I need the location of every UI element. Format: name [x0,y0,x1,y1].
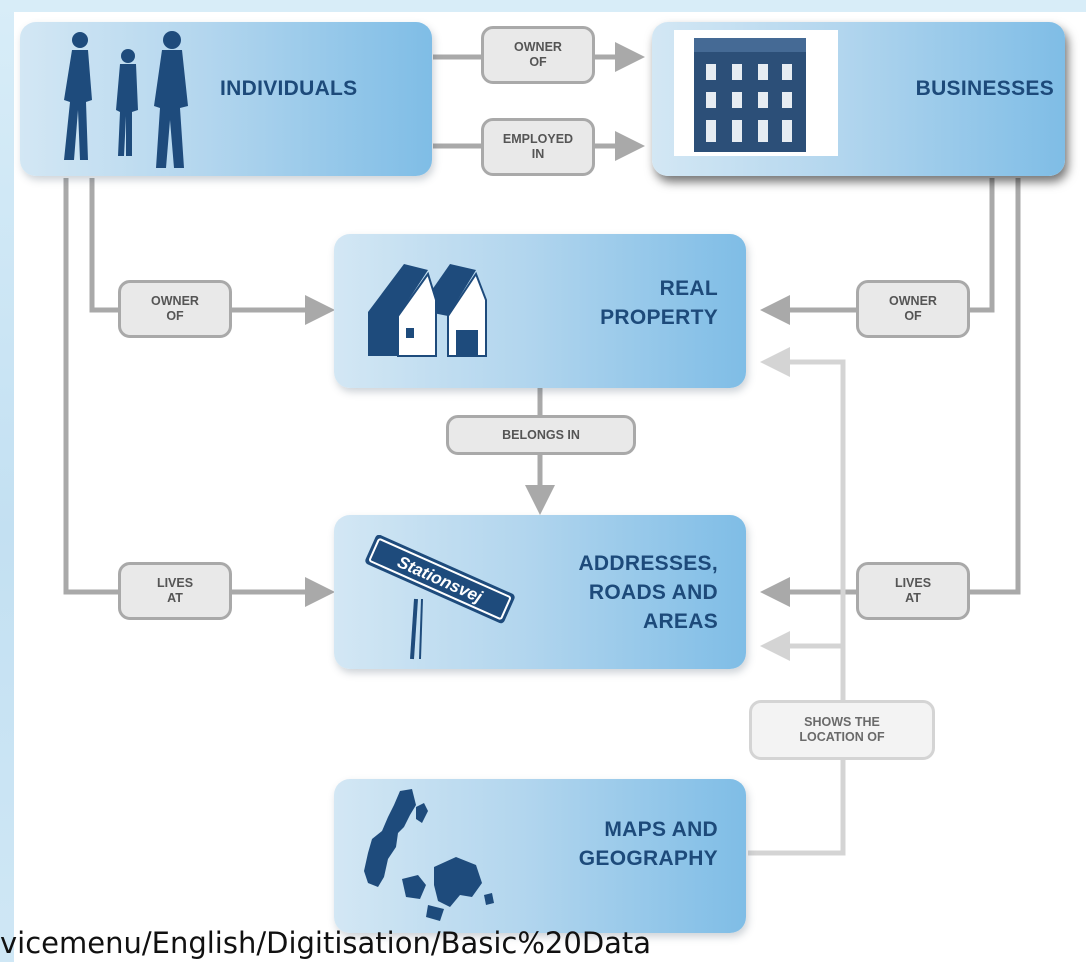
addresses-line-1: ADDRESSES, [578,552,718,575]
tag-lives-at-left-line-1: LIVES [156,576,194,590]
node-individuals: INDIVIDUALS [20,22,432,176]
tag-shows-location-line-2: LOCATION OF [799,730,885,744]
houses-image-icon [368,264,487,357]
tag-owner-of-top-line-2: OF [529,55,547,69]
maps-line-2: GEOGRAPHY [578,847,718,870]
tag-belongs-in-text: BELONGS IN [502,427,580,442]
tag-owner-of-top-line-1: OWNER [514,40,562,54]
businesses-label: BUSINESSES [915,77,1054,100]
source-url-text: vicemenu/English/Digitisation/Basic%20Da… [0,926,652,960]
street-sign-image-icon: Stationsvej [365,535,515,660]
people-silhouette-icon [64,31,188,168]
businesses-owner-arrow [760,178,995,325]
businesses-lives-arrow [760,178,1021,607]
shows-location-line [748,347,846,856]
tag-lives-at-left-line-2: AT [167,591,183,605]
node-real-property: REAL PROPERTY [334,234,746,388]
addresses-label: ADDRESSES, ROADS AND AREAS [534,549,718,636]
tag-lives-at-right-line-1: LIVES [894,576,932,590]
real-property-label: REAL PROPERTY [546,274,718,332]
denmark-map-icon [364,789,494,921]
tag-employed-in-line-1: EMPLOYED [502,132,574,146]
individuals-owner-arrow [89,178,335,325]
node-addresses: Stationsvej ADDRESSES, ROADS AND AREAS [334,515,746,669]
addresses-line-3: AREAS [642,610,718,633]
node-maps: MAPS AND GEOGRAPHY [334,779,746,933]
node-businesses: BUSINESSES [652,22,1065,176]
tag-belongs-in: BELONGS IN [446,415,636,455]
maps-label: MAPS AND GEOGRAPHY [534,815,718,873]
tag-owner-of-left-line-2: OF [166,309,184,323]
tag-lives-at-right-line-2: AT [905,591,921,605]
tag-owner-of-left-line-1: OWNER [151,294,199,308]
tag-owner-of-right-line-1: OWNER [889,294,937,308]
tag-employed-in-line-2: IN [531,147,545,161]
individuals-lives-arrow [63,178,335,607]
tag-shows-location-line-1: SHOWS THE [804,715,880,729]
tag-owner-of-right-line-2: OF [904,309,922,323]
maps-line-1: MAPS AND [604,818,718,841]
real-property-line-1: REAL [659,277,718,300]
individuals-label: INDIVIDUALS [220,77,358,100]
real-property-line-2: PROPERTY [600,306,718,329]
addresses-line-2: ROADS AND [588,581,718,604]
building-image-icon [674,30,838,156]
